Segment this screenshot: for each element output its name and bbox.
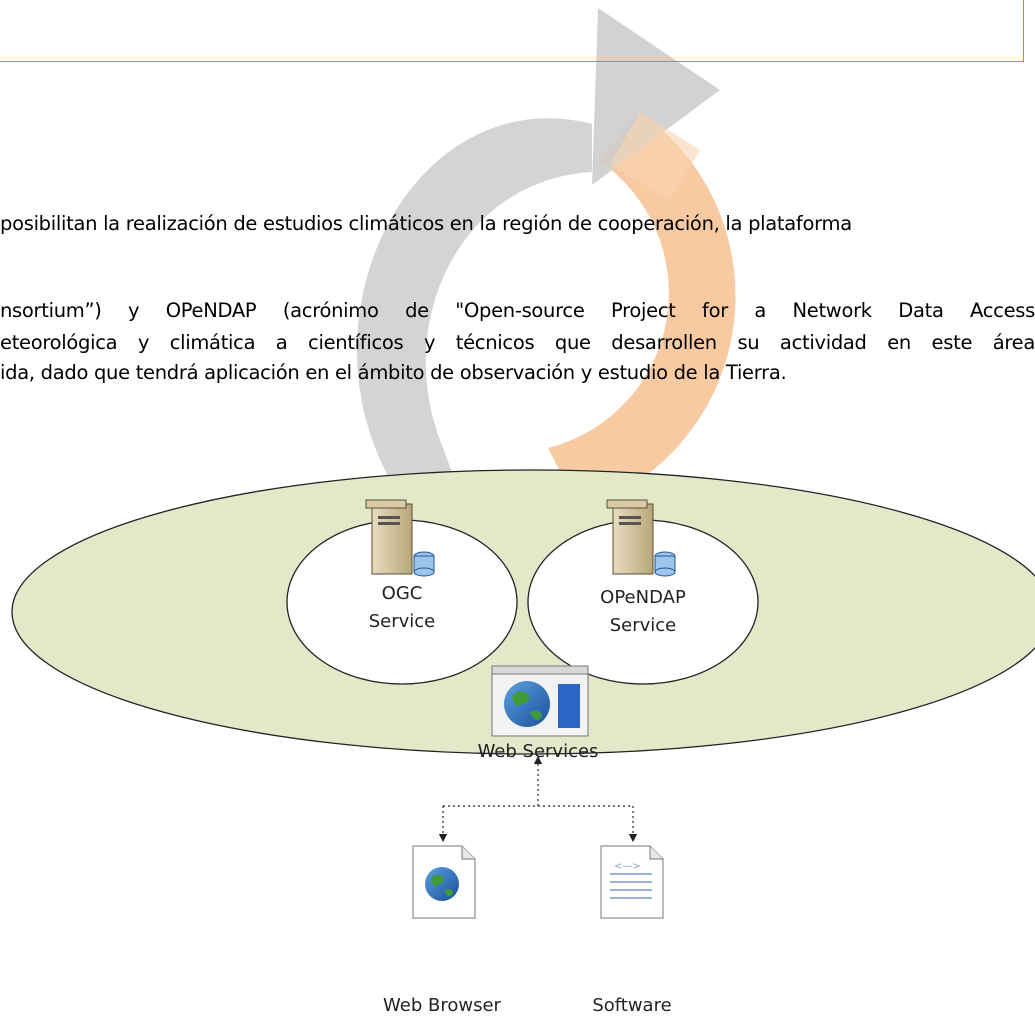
web-services-ellipse (11, 469, 1035, 755)
ogc-label-line2: Service (368, 611, 436, 632)
opendap-server-icon (606, 499, 676, 577)
paragraph-line-2: nsortium”) y OPeNDAP (acrónimo de "Open-… (0, 299, 1035, 322)
paragraph-line-3: eteorológica y climática a científicos y… (0, 331, 1035, 354)
watermark-gray-arc (357, 118, 592, 521)
web-services-label: Web Services (477, 741, 599, 762)
opendap-label-line1: OPeNDAP (600, 587, 686, 608)
paragraph-line-4: ida, dado que tendrá aplicación en el ám… (0, 361, 787, 384)
web-services-icon (491, 665, 589, 737)
software-icon: <—> (600, 845, 664, 919)
opendap-label-line2: Service (609, 615, 677, 636)
ogc-server-icon (365, 499, 435, 577)
architecture-diagram: <—> (11, 469, 1035, 919)
ogc-label-line1: OGC (381, 583, 423, 604)
web-browser-icon (412, 845, 476, 919)
watermark-orange-dot (610, 112, 700, 200)
paragraph-line-1: posibilitan la realización de estudios c… (0, 212, 852, 235)
watermark-orange-arc (548, 112, 736, 510)
svg-text:<—>: <—> (614, 861, 641, 872)
software-label: Software (592, 995, 672, 1016)
top-bordered-box (0, 0, 1024, 62)
web-browser-label: Web Browser (383, 995, 501, 1016)
